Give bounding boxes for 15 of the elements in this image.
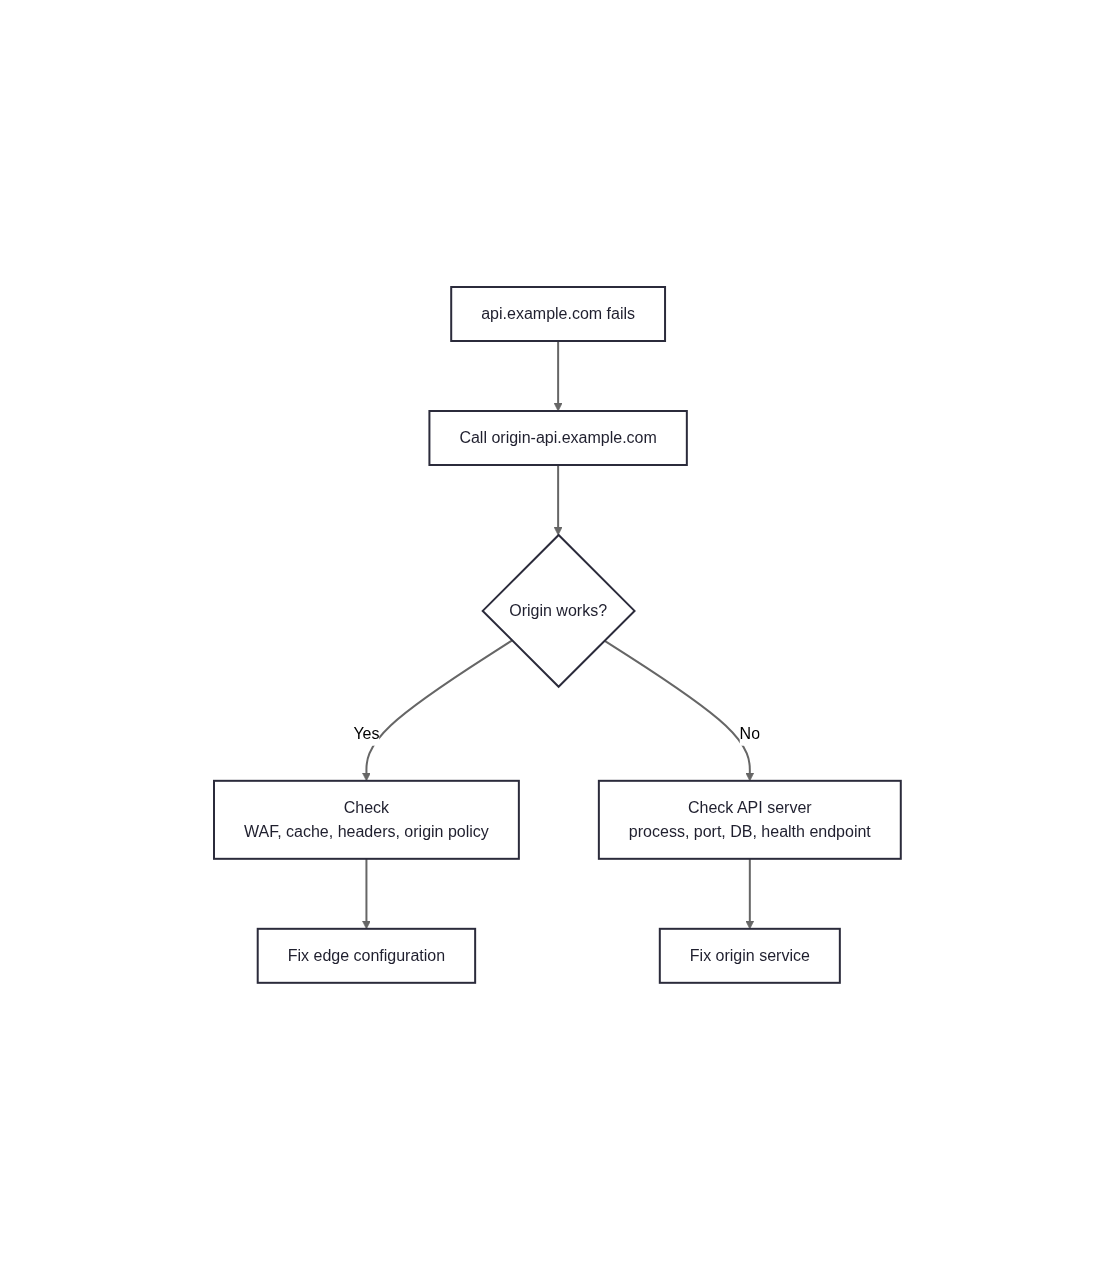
edge-label: No — [739, 724, 761, 742]
node-box: Call origin-api.example.com — [428, 410, 688, 467]
arrow — [603, 639, 755, 782]
arrow — [745, 857, 755, 930]
node-box: Check API server process, port, DB, health endpoint — [597, 779, 902, 860]
node-box: Check WAF, cache, headers, origin policy — [213, 779, 520, 860]
node-box: Fix origin service — [658, 927, 841, 984]
arrow — [362, 857, 371, 930]
node-diamond: Origin works? — [481, 533, 637, 689]
node-box: api.example.com fails — [450, 286, 667, 343]
arrow — [553, 340, 563, 412]
arrow — [553, 464, 563, 536]
edge-label: Yes — [353, 724, 380, 742]
node-box: Fix edge configuration — [256, 927, 477, 984]
arrow — [362, 639, 513, 782]
